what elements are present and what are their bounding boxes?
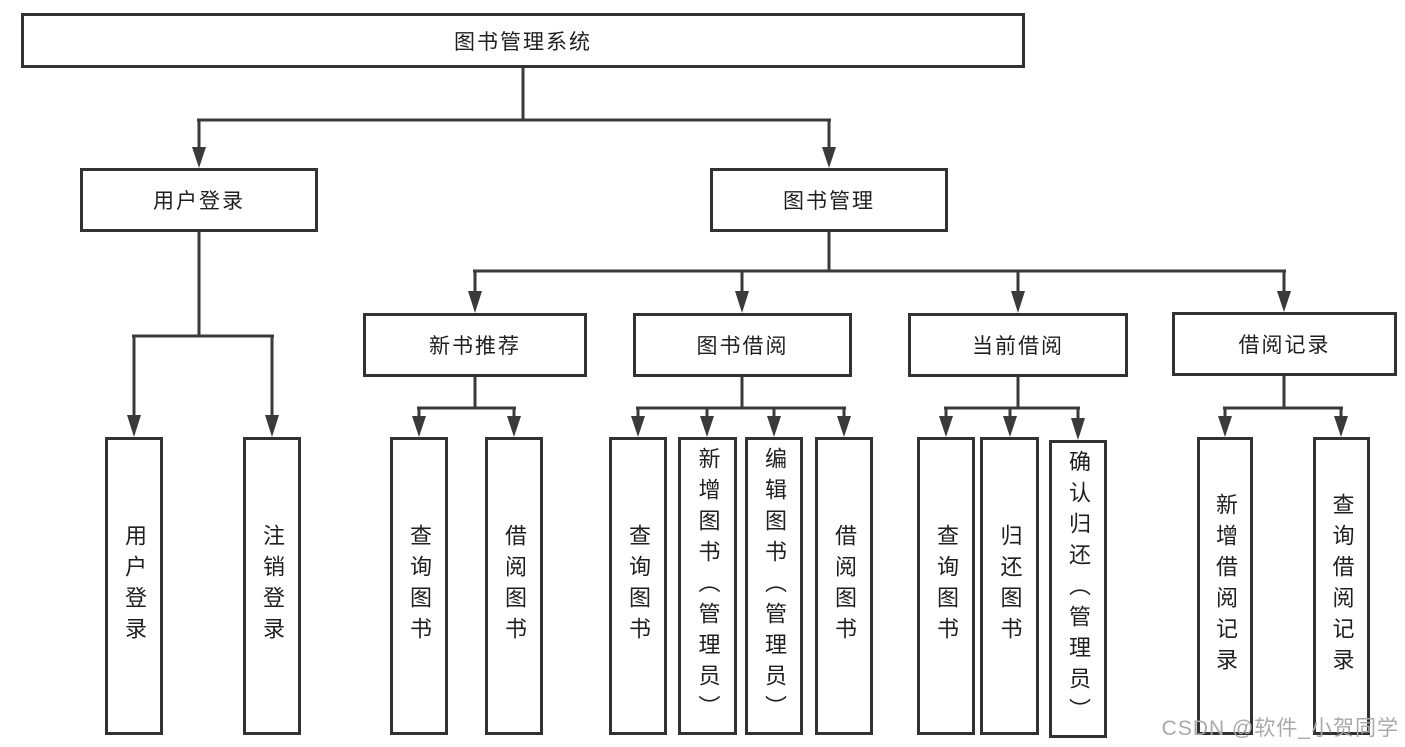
node-label: 借阅记录: [1238, 334, 1331, 357]
watermark: CSDN @软件_小贺同学: [1161, 717, 1399, 740]
arrowhead-icon: [507, 416, 521, 437]
node-label: 当前借阅: [972, 335, 1064, 358]
leaf-edit-books-admin: 编辑图书（管理员）: [745, 437, 803, 735]
arrowhead-icon: [1218, 416, 1232, 437]
leaf-label: 确认归还（管理员）: [1066, 449, 1091, 729]
leaf-query-books: 查询图书: [609, 437, 667, 735]
arrowhead-icon: [837, 416, 851, 437]
leaf-label: 用户登录: [122, 524, 147, 648]
node-borrow-records: 借阅记录: [1172, 312, 1397, 376]
node-user-login-branch: 用户登录: [80, 168, 318, 232]
node-label: 新书推荐: [429, 335, 521, 358]
leaf-label: 新增借阅记录: [1213, 493, 1238, 679]
node-book-borrow: 图书借阅: [633, 313, 852, 377]
leaf-add-borrow-record: 新增借阅记录: [1197, 437, 1253, 735]
leaf-label: 查询图书: [407, 524, 432, 648]
leaf-return-books: 归还图书: [980, 437, 1039, 735]
leaf-borrow-books-recommend: 借阅图书: [485, 437, 543, 735]
node-label: 图书借阅: [696, 335, 789, 358]
leaf-confirm-return-admin: 确认归还（管理员）: [1049, 440, 1107, 738]
leaf-borrow-books: 借阅图书: [815, 437, 873, 735]
node-root-label: 图书管理系统: [454, 30, 592, 54]
arrowhead-icon: [939, 416, 953, 437]
leaf-add-books-admin: 新增图书（管理员）: [678, 437, 737, 735]
arrowhead-icon: [265, 415, 279, 437]
arrowhead-icon: [1334, 416, 1348, 437]
arrowhead-icon: [767, 416, 781, 437]
leaf-logout: 注销登录: [243, 437, 301, 735]
arrowhead-icon: [412, 416, 426, 437]
arrowhead-icon: [735, 291, 749, 313]
leaf-query-books-recommend: 查询图书: [390, 437, 448, 735]
arrowhead-icon: [468, 291, 482, 313]
arrowhead-icon: [822, 147, 836, 168]
arrowhead-icon: [192, 147, 206, 168]
arrowhead-icon: [127, 415, 141, 437]
node-root: 图书管理系统: [21, 13, 1025, 68]
leaf-label: 注销登录: [260, 524, 285, 648]
leaf-label: 新增图书（管理员）: [695, 446, 721, 726]
leaf-label: 查询图书: [934, 524, 959, 648]
arrowhead-icon: [700, 416, 714, 437]
node-book-management: 图书管理: [710, 168, 948, 232]
arrowhead-icon: [1003, 416, 1017, 437]
leaf-label: 查询图书: [626, 524, 651, 648]
leaf-query-borrow-record: 查询借阅记录: [1313, 437, 1370, 735]
leaf-label: 查询借阅记录: [1329, 493, 1355, 679]
arrowhead-icon: [1277, 291, 1291, 312]
leaf-label: 借阅图书: [832, 524, 857, 648]
leaf-user-login: 用户登录: [105, 437, 163, 735]
node-label: 图书管理: [783, 190, 875, 213]
leaf-label: 归还图书: [997, 524, 1023, 648]
leaf-label: 借阅图书: [502, 524, 527, 648]
node-new-book-recommend: 新书推荐: [363, 313, 587, 377]
arrowhead-icon: [631, 416, 645, 437]
node-label: 用户登录: [153, 190, 245, 213]
arrowhead-icon: [1071, 418, 1085, 440]
leaf-query-books-current: 查询图书: [917, 437, 975, 735]
arrowhead-icon: [1011, 291, 1025, 313]
leaf-label: 编辑图书（管理员）: [762, 446, 787, 726]
node-current-borrow: 当前借阅: [908, 313, 1128, 377]
